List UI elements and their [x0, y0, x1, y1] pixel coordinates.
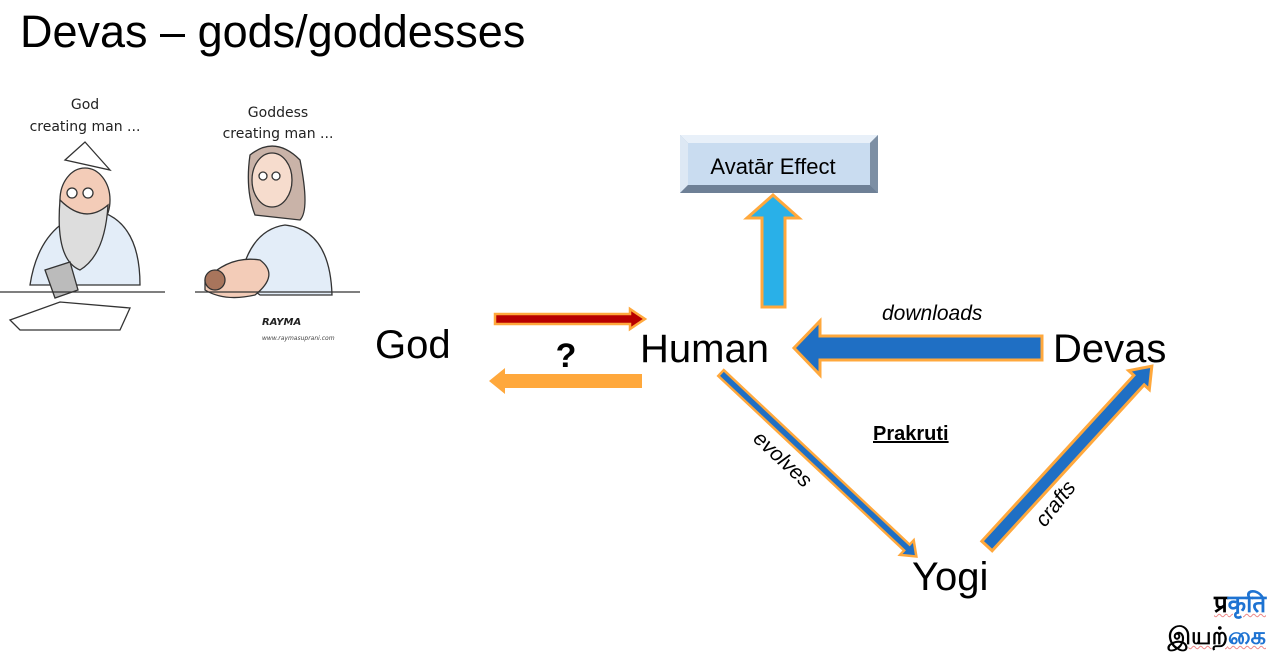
- node-human: Human: [640, 327, 769, 371]
- yogi-to-devas-arrow: [979, 364, 1154, 553]
- node-devas: Devas: [1053, 327, 1166, 371]
- avatar-effect-box: Avatār Effect: [680, 135, 878, 193]
- logo-line1-black: प्र: [1214, 590, 1228, 618]
- up-arrow: [743, 192, 803, 309]
- node-god: God: [375, 323, 451, 367]
- label-prakruti: Prakruti: [873, 423, 949, 445]
- god-to-human-arrow: [493, 306, 648, 332]
- cartoon-image: God creating man ... Goddess creating ma…: [0, 97, 360, 342]
- cartoon-website: www.raymasuprani.com: [262, 335, 335, 342]
- prakriti-logo: प्रकृति இயற்கை: [1168, 588, 1266, 652]
- slide-title: Devas – gods/goddesses: [20, 6, 526, 57]
- god-figure: [0, 141, 165, 331]
- cartoon-caption-creating-2: creating man ...: [223, 126, 334, 142]
- logo-line1-blue: कृति: [1227, 590, 1266, 618]
- cartoon-signature: RAYMA: [262, 317, 301, 328]
- human-to-yogi-arrow: [716, 368, 918, 558]
- avatar-effect-label: Avatār Effect: [710, 154, 835, 179]
- devas-to-human-arrow: [791, 317, 1044, 379]
- logo-line2-black: இயற்: [1167, 622, 1228, 650]
- label-downloads: downloads: [882, 302, 983, 325]
- human-to-god-arrow: [489, 368, 642, 394]
- cartoon-caption-creating: creating man ...: [30, 119, 141, 135]
- question-mark: ?: [556, 337, 577, 375]
- goddess-figure: [195, 145, 360, 299]
- node-yogi: Yogi: [912, 555, 988, 599]
- logo-line2-blue: கை: [1227, 622, 1266, 650]
- cartoon-caption-god: God: [71, 97, 99, 113]
- cartoon-caption-goddess: Goddess: [248, 105, 308, 121]
